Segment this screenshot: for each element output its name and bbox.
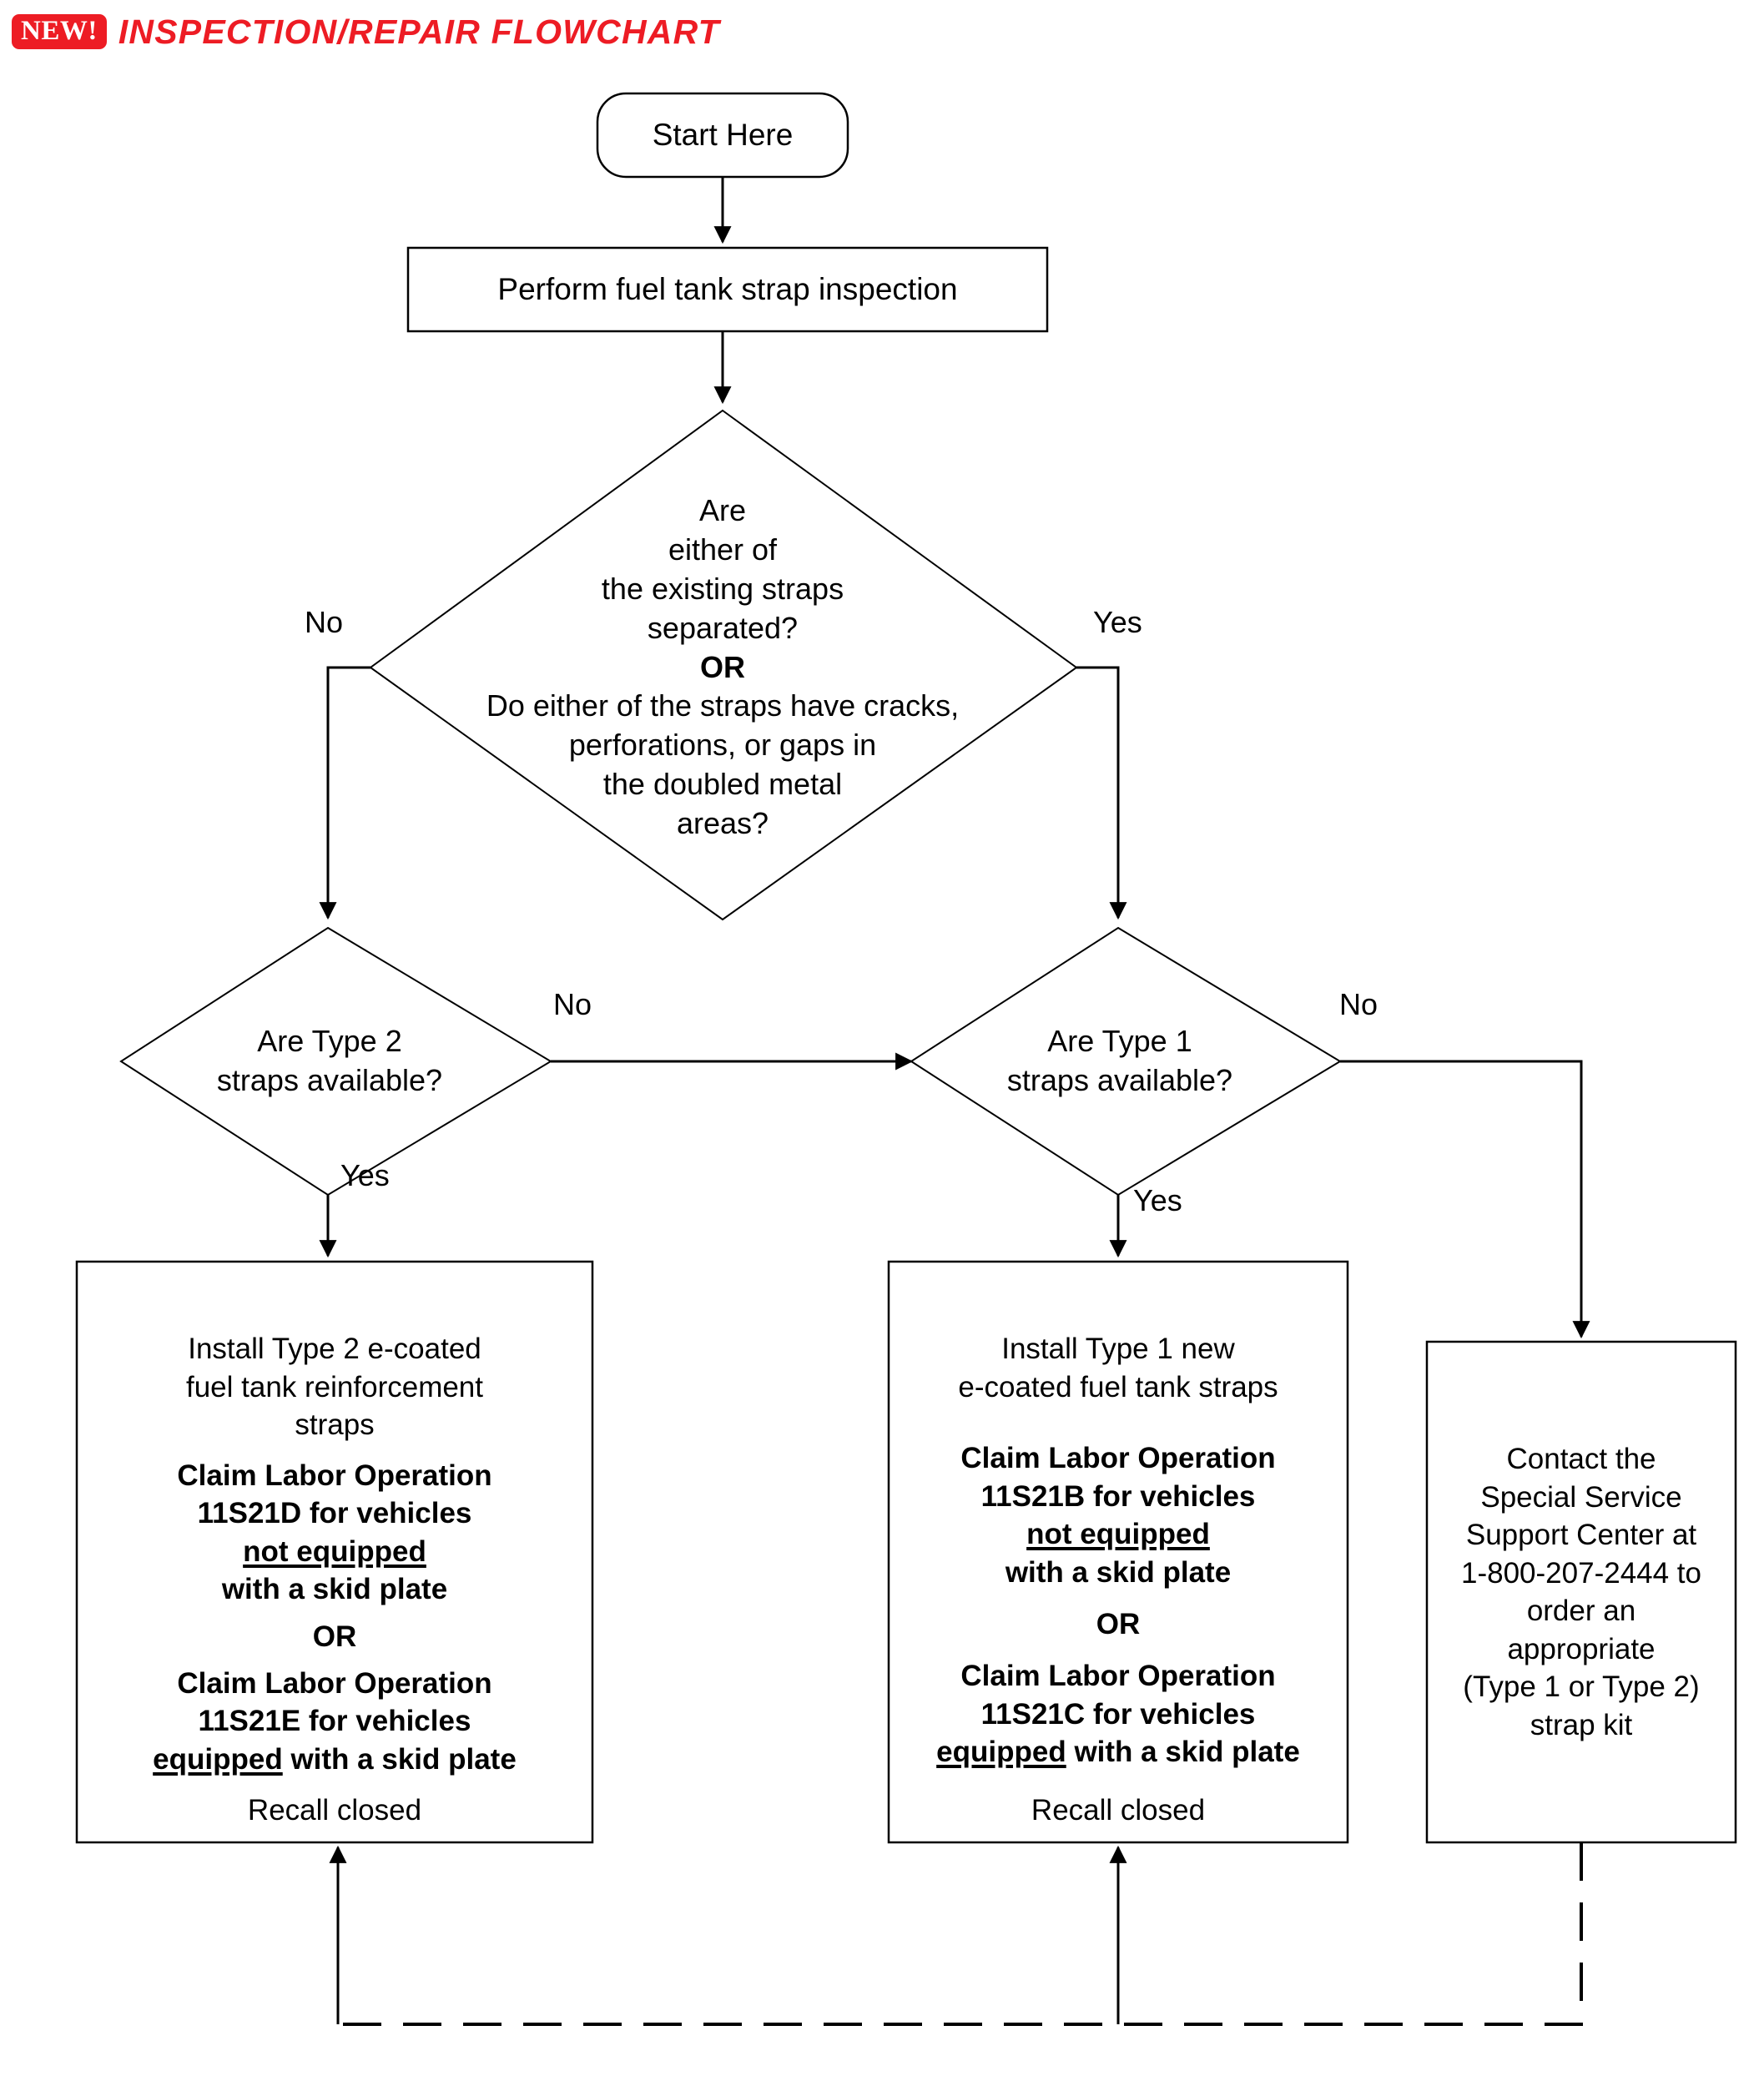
edge-label-type2-no: No	[553, 987, 592, 1021]
contact-line-8: strap kit	[1530, 1708, 1633, 1741]
main-decision-or: OR	[700, 649, 745, 684]
contact-line-3: Support Center at	[1465, 1519, 1697, 1551]
type2-claim2-line-3: equipped with a skid plate	[153, 1741, 517, 1779]
type1-claim1-line-4: with a skid plate	[1005, 1555, 1232, 1589]
type2-claim2-line-2: 11S21E for vehicles	[198, 1705, 471, 1738]
type1-result-closed: Recall closed	[1031, 1793, 1206, 1827]
type1-claim2-rest: with a skid plate	[1066, 1736, 1300, 1769]
type2-decision-line-1: Are Type 2	[257, 1024, 402, 1059]
type2-claim2-equipped: equipped	[153, 1742, 283, 1776]
contact-line-7: (Type 1 or Type 2)	[1463, 1670, 1700, 1703]
main-decision-shape	[369, 409, 1078, 921]
page-title: INSPECTION/REPAIR FLOWCHART	[118, 12, 720, 51]
type1-claim2-line-1: Claim Labor Operation	[960, 1660, 1276, 1693]
contact-shape	[1425, 1340, 1737, 1844]
type2-result-label: Install Type 2 e-coated fuel tank reinfo…	[83, 1295, 586, 1829]
contact-phone: 1-800-207-2444 to	[1461, 1556, 1701, 1590]
main-decision-line-3: the existing straps	[601, 572, 844, 606]
contact-line-1: Contact the	[1506, 1443, 1656, 1475]
main-decision-line-7: perforations, or gaps in	[568, 728, 877, 763]
contact-line-2: Special Service	[1480, 1480, 1682, 1514]
contact-label: Contact the Special Service Support Cent…	[1432, 1342, 1731, 1842]
type1-result-line-2: e-coated fuel tank straps	[958, 1370, 1278, 1403]
type1-claim2-line-2: 11S21C for vehicles	[980, 1697, 1256, 1731]
type2-decision-label: Are Type 2 straps available?	[138, 1011, 522, 1111]
type1-claim1-line-2: 11S21B for vehicles	[980, 1479, 1256, 1513]
contact-line-6: appropriate	[1507, 1632, 1656, 1665]
type2-result-line-1: Install Type 2 e-coated	[188, 1333, 481, 1365]
type2-claim2-line-1: Claim Labor Operation	[177, 1666, 492, 1700]
edge-label-type1-no: No	[1339, 987, 1378, 1021]
main-decision-line-4: separated?	[647, 610, 799, 645]
edge-type1-no	[1340, 1060, 1590, 1339]
type2-claim1-line-3: not equipped	[243, 1534, 426, 1568]
type1-decision-line-2: straps available?	[1006, 1063, 1233, 1097]
edge-label-main-no: No	[305, 605, 344, 639]
type2-claim1-line-4: with a skid plate	[221, 1573, 448, 1606]
type2-claim1-line-2: 11S21D for vehicles	[197, 1497, 472, 1530]
new-badge: NEW!	[12, 14, 107, 49]
type2-result-closed: Recall closed	[247, 1793, 422, 1827]
page-header: NEW! INSPECTION/REPAIR FLOWCHART	[12, 7, 720, 57]
type1-result-shape	[887, 1260, 1349, 1844]
type1-result-or: OR	[1096, 1608, 1141, 1641]
main-decision-line-2: either of	[668, 532, 778, 567]
edge-label-main-yes: Yes	[1093, 605, 1142, 639]
type1-claim1-line-1: Claim Labor Operation	[960, 1442, 1276, 1475]
type2-result-shape	[75, 1260, 594, 1844]
type2-decision-line-2: straps available?	[216, 1063, 443, 1097]
type1-claim2-equipped: equipped	[936, 1736, 1066, 1769]
type2-result-line-3: straps	[295, 1408, 375, 1441]
edge-contact-return-dashed	[342, 1842, 1583, 2026]
edge-label-type1-yes: Yes	[1133, 1183, 1182, 1217]
type2-claim1-line-1: Claim Labor Operation	[177, 1459, 492, 1492]
contact-line-5: order an	[1526, 1595, 1636, 1627]
type1-result-label: Install Type 1 new e-coated fuel tank st…	[894, 1295, 1343, 1829]
edge-main-no	[319, 666, 370, 920]
edge-label-type2-yes: Yes	[340, 1158, 390, 1192]
type2-claim2-rest: with a skid plate	[282, 1742, 517, 1776]
main-decision-line-1: Are	[698, 493, 747, 528]
main-decision-line-8: the doubled metal	[602, 766, 843, 801]
start-node-label: Start Here	[652, 117, 794, 152]
type1-decision-line-1: Are Type 1	[1047, 1024, 1192, 1059]
main-decision-label: Are either of the existing straps separa…	[417, 451, 1028, 884]
type2-result-line-2: fuel tank reinforcement	[185, 1370, 483, 1403]
type2-result-or: OR	[312, 1620, 357, 1653]
main-decision-line-9: areas?	[676, 805, 769, 840]
type1-result-line-1: Install Type 1 new	[1001, 1333, 1235, 1365]
type1-claim1-line-3: not equipped	[1026, 1518, 1210, 1551]
type1-decision-label: Are Type 1 straps available?	[928, 1011, 1312, 1111]
inspect-node-label: Perform fuel tank strap inspection	[497, 271, 958, 306]
main-decision-line-6: Do either of the straps have cracks,	[486, 688, 960, 723]
type1-claim2-line-3: equipped with a skid plate	[936, 1733, 1300, 1771]
inspect-node-shape	[406, 246, 1049, 333]
edge-main-yes	[1076, 666, 1127, 920]
